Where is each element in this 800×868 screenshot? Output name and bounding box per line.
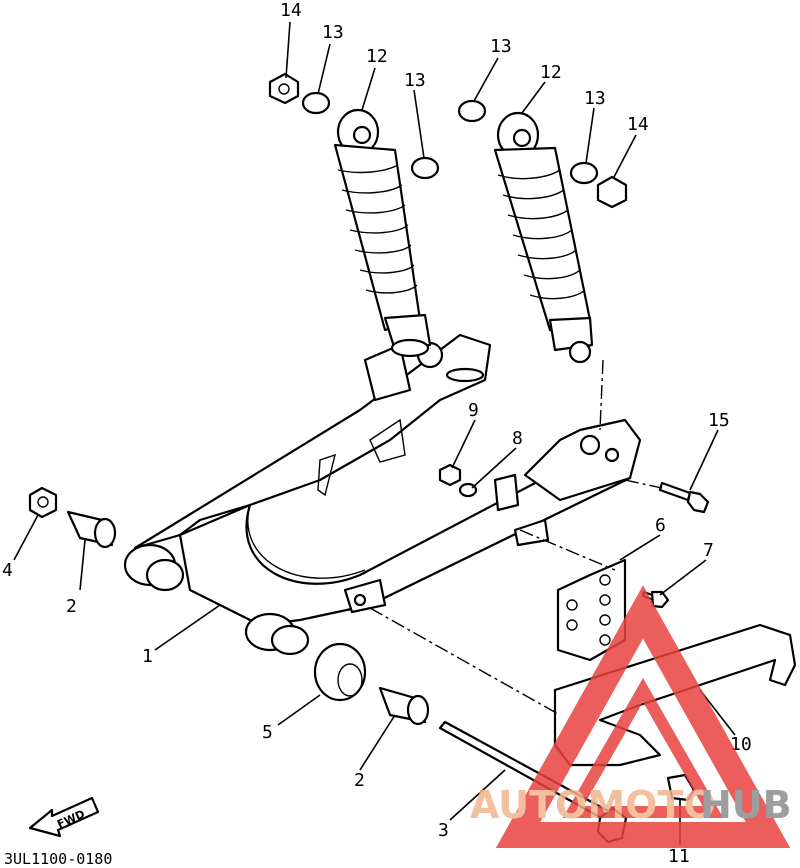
callout-10: 10 [730, 734, 752, 755]
swingarm [123, 333, 642, 656]
washer-13d [569, 161, 599, 185]
callout-7: 7 [703, 540, 714, 561]
nut-14-right [596, 175, 628, 209]
center-lines [369, 359, 663, 716]
callout-9: 9 [468, 400, 479, 421]
callout-15: 15 [708, 410, 730, 431]
callout-2-upper: 2 [66, 596, 77, 617]
brand-hub: HUB [700, 783, 792, 827]
brand-automoto: AUTOMOTO [470, 783, 716, 827]
callout-12-right: 12 [540, 62, 562, 83]
hardware [28, 72, 710, 844]
callout-1: 1 [142, 646, 153, 667]
callout-11: 11 [668, 846, 690, 867]
nut-14-left [268, 72, 300, 105]
washer-13a [301, 91, 331, 115]
nut-9 [438, 463, 462, 487]
washer-13b [410, 156, 440, 180]
drawing-code: 3UL1100-0180 [4, 850, 112, 868]
automotohub-logo: AUTOMOTO HUB [470, 585, 792, 848]
callout-4: 4 [2, 560, 13, 581]
callout-5: 5 [262, 722, 273, 743]
washer-13c [457, 99, 487, 123]
callout-13-d: 13 [584, 88, 606, 109]
callout-13-c: 13 [490, 36, 512, 57]
callout-3: 3 [438, 820, 449, 841]
callout-14-left: 14 [280, 0, 302, 21]
callout-14-right: 14 [627, 114, 649, 135]
callout-2-lower: 2 [354, 770, 365, 791]
bolt-15 [658, 481, 692, 502]
callout-labels: 14 13 12 13 13 12 13 14 4 2 1 5 2 3 9 8 … [2, 0, 752, 867]
callout-12-left: 12 [366, 46, 388, 67]
forward-direction-arrow: FWD [28, 796, 100, 838]
shock-absorber-left [333, 108, 432, 358]
bolt-11 [666, 773, 696, 802]
nut-4 [28, 486, 58, 519]
callout-13-a: 13 [322, 22, 344, 43]
callout-8: 8 [512, 428, 523, 449]
callout-13-b: 13 [404, 70, 426, 91]
callout-6: 6 [655, 515, 666, 536]
shock-absorber-right [493, 111, 594, 364]
